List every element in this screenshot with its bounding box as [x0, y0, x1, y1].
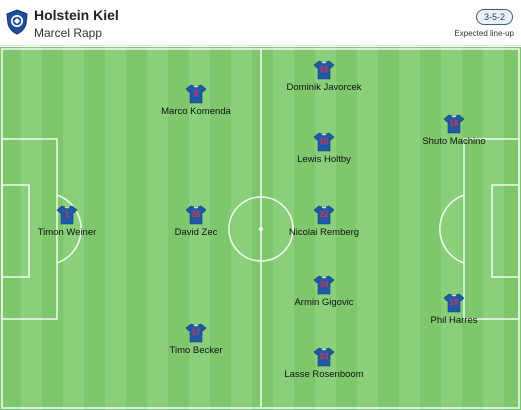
jersey-number: 34 [319, 280, 329, 289]
football-pitch: 1 Timon Weiner 5 Marco Komenda 26 David … [0, 47, 521, 410]
player-name: Shuto Machino [422, 136, 486, 147]
jersey-icon: 17 [185, 323, 207, 343]
player-lasse-rosenboom[interactable]: 23 Lasse Rosenboom [264, 347, 384, 380]
player-name: Lewis Holtby [297, 154, 351, 165]
lineup-header: Holstein Kiel Marcel Rapp 3-5-2 Expected… [0, 0, 521, 46]
player-name: Phil Harres [430, 315, 478, 326]
jersey-icon: 19 [443, 293, 465, 313]
player-name: David Zec [174, 227, 218, 238]
jersey-number: 5 [193, 89, 199, 98]
player-lewis-holtby[interactable]: 10 Lewis Holtby [264, 132, 384, 165]
jersey-number: 10 [319, 137, 329, 146]
pitch-field [0, 47, 521, 410]
formation-badge[interactable]: 3-5-2 [475, 9, 513, 25]
jersey-number: 26 [191, 210, 201, 219]
jersey-icon: 1 [56, 205, 78, 225]
jersey-icon: 18 [443, 114, 465, 134]
player-timon-weiner[interactable]: 1 Timon Weiner [7, 205, 127, 238]
player-name: Marco Komenda [161, 106, 231, 117]
jersey-icon: 10 [313, 132, 335, 152]
jersey-number: 17 [191, 328, 201, 337]
jersey-icon: 34 [313, 275, 335, 295]
player-name: Timo Becker [169, 345, 223, 356]
player-name: Dominik Javorcek [286, 82, 362, 93]
player-nicolai-remberg[interactable]: 22 Nicolai Remberg [264, 205, 384, 238]
jersey-icon: 22 [313, 205, 335, 225]
player-name: Lasse Rosenboom [284, 369, 364, 380]
player-name: Nicolai Remberg [288, 227, 360, 238]
player-marco-komenda[interactable]: 5 Marco Komenda [136, 84, 256, 117]
player-timo-becker[interactable]: 17 Timo Becker [136, 323, 256, 356]
jersey-icon: 5 [185, 84, 207, 104]
jersey-number: 19 [449, 298, 459, 307]
player-armin-gigovic[interactable]: 34 Armin Gigovic [264, 275, 384, 308]
jersey-icon: 15 [313, 60, 335, 80]
jersey-number: 18 [449, 119, 459, 128]
team-name: Holstein Kiel [34, 7, 119, 23]
jersey-icon: 26 [185, 205, 207, 225]
jersey-number: 22 [319, 210, 329, 219]
coach-name: Marcel Rapp [34, 26, 103, 40]
player-name: Armin Gigovic [294, 297, 354, 308]
holstein-kiel-crest-icon [6, 9, 28, 35]
player-phil-harres[interactable]: 19 Phil Harres [394, 293, 514, 326]
player-dominik-javorcek[interactable]: 15 Dominik Javorcek [264, 60, 384, 93]
jersey-number: 23 [319, 352, 329, 361]
jersey-number: 1 [64, 210, 70, 219]
jersey-number: 15 [319, 65, 329, 74]
player-shuto-machino[interactable]: 18 Shuto Machino [394, 114, 514, 147]
player-name: Timon Weiner [37, 227, 97, 238]
lineup-label: Expected line-up [454, 29, 514, 38]
player-david-zec[interactable]: 26 David Zec [136, 205, 256, 238]
jersey-icon: 23 [313, 347, 335, 367]
